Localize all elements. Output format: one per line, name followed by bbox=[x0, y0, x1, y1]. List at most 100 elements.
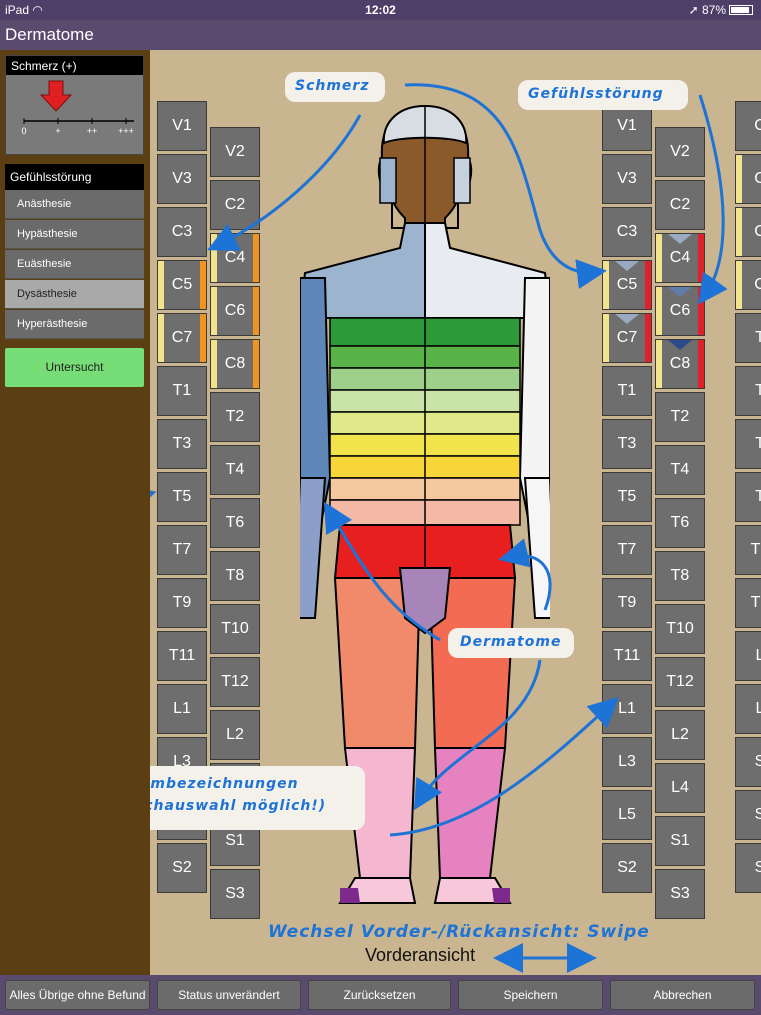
cancel-button[interactable]: Abbrechen bbox=[610, 980, 755, 1010]
segment-right-l2[interactable]: L2 bbox=[655, 710, 705, 760]
save-button[interactable]: Speichern bbox=[458, 980, 603, 1010]
segment-right-c2[interactable]: C2 bbox=[655, 180, 705, 230]
segment-left-c8[interactable]: C8 bbox=[210, 339, 260, 389]
segment-left-t10[interactable]: T10 bbox=[210, 604, 260, 654]
sensation-marker bbox=[158, 314, 164, 362]
segment-left-t6[interactable]: T6 bbox=[210, 498, 260, 548]
segment-left-t1[interactable]: T1 bbox=[157, 366, 207, 416]
segment-right-t11[interactable]: T11 bbox=[602, 631, 652, 681]
segment-label: C6 bbox=[224, 302, 246, 319]
segment-right-t10[interactable]: T10 bbox=[655, 604, 705, 654]
segment-right-t1[interactable]: T1 bbox=[602, 366, 652, 416]
segment-right-l[interactable]: L bbox=[735, 631, 761, 681]
body-figure[interactable] bbox=[300, 98, 550, 908]
segment-left-v1[interactable]: V1 bbox=[157, 101, 207, 151]
sensation-marker bbox=[211, 287, 217, 335]
forearm-right[interactable] bbox=[523, 477, 550, 619]
segment-right-t8[interactable]: T8 bbox=[655, 551, 705, 601]
segment-left-t8[interactable]: T8 bbox=[210, 551, 260, 601]
segment-left-v2[interactable]: V2 bbox=[210, 127, 260, 177]
segment-right-c6[interactable]: C6 bbox=[655, 286, 705, 336]
status-unchanged-button[interactable]: Status unverändert bbox=[157, 980, 301, 1010]
segment-left-t9[interactable]: T9 bbox=[157, 578, 207, 628]
segment-right-c[interactable]: C bbox=[735, 101, 761, 151]
segment-left-t4[interactable]: T4 bbox=[210, 445, 260, 495]
segment-right-t7[interactable]: T7 bbox=[602, 525, 652, 575]
segment-right-l5[interactable]: L5 bbox=[602, 790, 652, 840]
segment-left-l2[interactable]: L2 bbox=[210, 710, 260, 760]
segment-right-l3[interactable]: L3 bbox=[602, 737, 652, 787]
examined-button[interactable]: Untersucht bbox=[5, 348, 144, 387]
segment-right-t[interactable]: T bbox=[735, 472, 761, 522]
all-normal-button[interactable]: Alles Übrige ohne Befund bbox=[5, 980, 150, 1010]
segment-right-v3[interactable]: V3 bbox=[602, 154, 652, 204]
segment-left-s2[interactable]: S2 bbox=[157, 843, 207, 893]
segment-right-t9[interactable]: T9 bbox=[602, 578, 652, 628]
segment-right-t12[interactable]: T12 bbox=[655, 657, 705, 707]
segment-right-s[interactable]: S bbox=[735, 843, 761, 893]
segment-left-c3[interactable]: C3 bbox=[157, 207, 207, 257]
segment-left-t12[interactable]: T12 bbox=[210, 657, 260, 707]
pain-arrow-icon[interactable] bbox=[39, 80, 73, 112]
segment-right-l[interactable]: L bbox=[735, 684, 761, 734]
segment-right-c8[interactable]: C8 bbox=[655, 339, 705, 389]
segment-right-t6[interactable]: T6 bbox=[655, 498, 705, 548]
segment-right-l4[interactable]: L4 bbox=[655, 763, 705, 813]
segment-right-s1[interactable]: S1 bbox=[655, 816, 705, 866]
segment-left-c5[interactable]: C5 bbox=[157, 260, 207, 310]
segment-left-l1[interactable]: L1 bbox=[157, 684, 207, 734]
segment-left-s3[interactable]: S3 bbox=[210, 869, 260, 919]
segment-right-c3[interactable]: C3 bbox=[602, 207, 652, 257]
segment-right-t3[interactable]: T3 bbox=[602, 419, 652, 469]
segment-right-t1[interactable]: T1 bbox=[735, 578, 761, 628]
dermatome-canvas[interactable]: V1V3C3C5C7T1T3T5T7T9T11L1L3L5S2V2C2C4C6C… bbox=[150, 50, 761, 975]
sensation-item-anaesthesia[interactable]: Anästhesie bbox=[5, 190, 144, 219]
segment-right-t[interactable]: T bbox=[735, 313, 761, 363]
segment-left-t7[interactable]: T7 bbox=[157, 525, 207, 575]
segment-left-t3[interactable]: T3 bbox=[157, 419, 207, 469]
segment-right-c[interactable]: C bbox=[735, 260, 761, 310]
pain-slider[interactable]: 0 + ++ +++ bbox=[6, 76, 145, 156]
reset-button[interactable]: Zurücksetzen bbox=[308, 980, 451, 1010]
segment-right-t4[interactable]: T4 bbox=[655, 445, 705, 495]
segment-left-c2[interactable]: C2 bbox=[210, 180, 260, 230]
segment-left-t5[interactable]: T5 bbox=[157, 472, 207, 522]
segment-right-s3[interactable]: S3 bbox=[655, 869, 705, 919]
segment-label: T1 bbox=[617, 382, 637, 399]
segment-left-c4[interactable]: C4 bbox=[210, 233, 260, 283]
sensation-item-hyperaesthesia[interactable]: Hyperästhesie bbox=[5, 310, 144, 339]
genital-s3[interactable] bbox=[398, 567, 452, 635]
segment-left-c6[interactable]: C6 bbox=[210, 286, 260, 336]
segment-left-c7[interactable]: C7 bbox=[157, 313, 207, 363]
segment-right-t1[interactable]: T1 bbox=[735, 525, 761, 575]
segment-right-s[interactable]: S bbox=[735, 790, 761, 840]
segment-right-t5[interactable]: T5 bbox=[602, 472, 652, 522]
segment-right-s2[interactable]: S2 bbox=[602, 843, 652, 893]
segment-label: L bbox=[755, 700, 761, 717]
pain-panel[interactable]: Schmerz (+) 0 + ++ +++ bbox=[5, 55, 144, 155]
segment-right-t[interactable]: T bbox=[735, 419, 761, 469]
sensation-item-hypaesthesia[interactable]: Hypästhesie bbox=[5, 220, 144, 249]
segment-right-c[interactable]: C bbox=[735, 207, 761, 257]
segment-left-v3[interactable]: V3 bbox=[157, 154, 207, 204]
forearm-left[interactable] bbox=[300, 477, 327, 619]
foot-left-s1[interactable] bbox=[340, 888, 360, 903]
sensation-item-dysaesthesia[interactable]: Dysästhesie bbox=[5, 280, 144, 309]
segment-right-t2[interactable]: T2 bbox=[655, 392, 705, 442]
segment-label: S3 bbox=[225, 885, 245, 902]
segment-left-t2[interactable]: T2 bbox=[210, 392, 260, 442]
segment-label: T10 bbox=[666, 620, 694, 637]
segment-right-c[interactable]: C bbox=[735, 154, 761, 204]
segment-label: C5 bbox=[616, 276, 638, 293]
segment-right-s[interactable]: S bbox=[735, 737, 761, 787]
sensation-marker bbox=[656, 234, 662, 282]
foot-right-s1[interactable] bbox=[492, 888, 510, 903]
segment-left-t11[interactable]: T11 bbox=[157, 631, 207, 681]
sensation-item-euaesthesia[interactable]: Euästhesie bbox=[5, 250, 144, 279]
segment-label: T bbox=[755, 329, 761, 346]
callout-pain: Schmerz bbox=[285, 72, 385, 102]
segment-right-v2[interactable]: V2 bbox=[655, 127, 705, 177]
segment-right-c7[interactable]: C7 bbox=[602, 313, 652, 363]
segment-right-c4[interactable]: C4 bbox=[655, 233, 705, 283]
segment-right-t[interactable]: T bbox=[735, 366, 761, 416]
